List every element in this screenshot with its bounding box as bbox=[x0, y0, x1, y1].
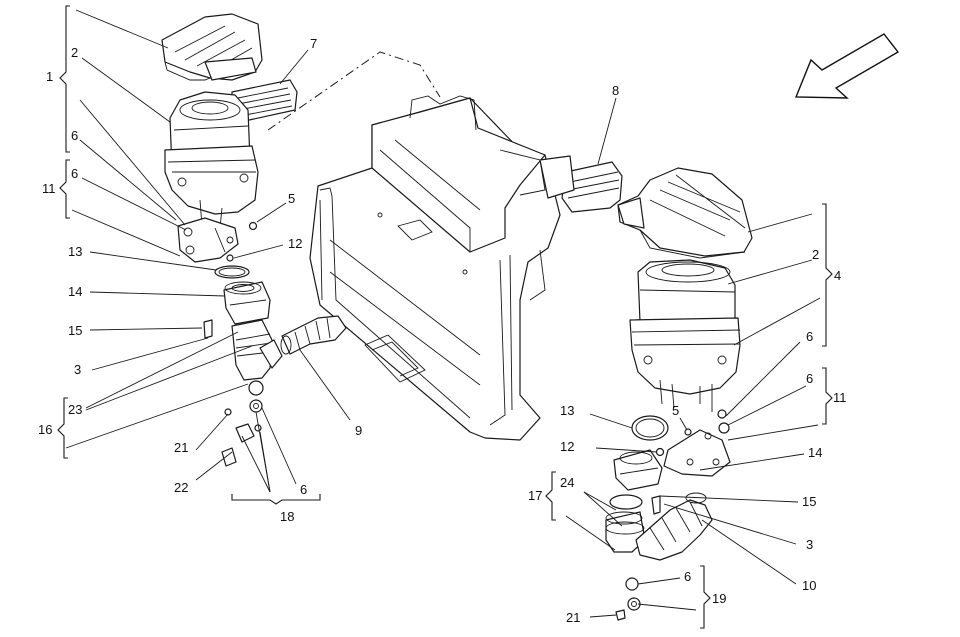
right-elbow-hose-10 bbox=[635, 492, 713, 561]
left-drain-valve bbox=[221, 380, 264, 467]
callout-6: 6 bbox=[71, 128, 78, 143]
callout-11: 11 bbox=[833, 390, 847, 405]
callout-4: 4 bbox=[834, 268, 841, 283]
callout-3: 3 bbox=[74, 362, 81, 377]
right-airbox-cover bbox=[617, 167, 753, 259]
right-washer-5 bbox=[684, 428, 692, 436]
callout-12: 12 bbox=[560, 439, 574, 454]
callout-6: 6 bbox=[71, 166, 78, 181]
callout-17: 17 bbox=[528, 488, 542, 503]
callout-13: 13 bbox=[68, 244, 82, 259]
callout-9: 9 bbox=[355, 423, 362, 438]
leader-lines bbox=[65, 9, 821, 618]
right-connector-8 bbox=[539, 155, 623, 213]
left-washer-5 bbox=[248, 221, 258, 231]
callout-14: 14 bbox=[808, 445, 822, 460]
callout-2: 2 bbox=[71, 45, 78, 60]
right-washer-6 bbox=[718, 422, 730, 434]
left-bracket bbox=[177, 217, 239, 263]
callout-24: 24 bbox=[560, 475, 574, 490]
left-hose-3 bbox=[231, 319, 283, 381]
callout-labels: 1 2 6 6 11 13 14 15 3 23 16 21 22 6 18 7… bbox=[38, 36, 847, 625]
callout-15: 15 bbox=[802, 494, 816, 509]
callout-6: 6 bbox=[806, 329, 813, 344]
central-shroud bbox=[309, 95, 561, 441]
direction-arrow-icon bbox=[794, 33, 900, 99]
callout-10: 10 bbox=[802, 578, 816, 593]
callout-22: 22 bbox=[174, 480, 188, 495]
right-bracket-14 bbox=[663, 429, 731, 477]
callout-5: 5 bbox=[672, 403, 679, 418]
callout-15: 15 bbox=[68, 323, 82, 338]
right-o-ring-13 bbox=[631, 415, 669, 441]
right-screw-15 bbox=[651, 495, 661, 515]
right-drain-valve bbox=[615, 577, 641, 621]
right-clip-12 bbox=[655, 447, 665, 457]
callout-6: 6 bbox=[300, 482, 307, 497]
callout-1: 1 bbox=[46, 69, 53, 84]
callout-21: 21 bbox=[174, 440, 188, 455]
right-bolt-stud bbox=[717, 409, 727, 419]
callout-19: 19 bbox=[712, 591, 726, 606]
left-screw-15 bbox=[203, 319, 213, 339]
callout-8: 8 bbox=[612, 83, 619, 98]
callout-16: 16 bbox=[38, 422, 52, 437]
right-hose-24 bbox=[605, 494, 646, 553]
callout-6: 6 bbox=[684, 569, 691, 584]
left-maf-sensor bbox=[223, 281, 271, 325]
callout-13: 13 bbox=[560, 403, 574, 418]
group-brackets bbox=[57, 5, 833, 629]
reference-line bbox=[267, 51, 441, 131]
left-airbox-housing bbox=[164, 145, 259, 229]
left-clip-12 bbox=[226, 254, 234, 262]
right-airbox-housing bbox=[629, 317, 741, 419]
callout-11: 11 bbox=[42, 181, 56, 196]
callout-2: 2 bbox=[812, 247, 819, 262]
callout-14: 14 bbox=[68, 284, 82, 299]
callout-21: 21 bbox=[566, 610, 580, 625]
callout-3: 3 bbox=[806, 537, 813, 552]
left-airbox-cover bbox=[161, 13, 263, 81]
callout-6: 6 bbox=[806, 371, 813, 386]
left-elbow-hose-9 bbox=[280, 315, 347, 355]
callout-23: 23 bbox=[68, 402, 82, 417]
right-maf-sensor bbox=[613, 449, 663, 491]
callout-18: 18 bbox=[280, 509, 294, 524]
callout-5: 5 bbox=[288, 191, 295, 206]
callout-12: 12 bbox=[288, 236, 302, 251]
callout-7: 7 bbox=[310, 36, 317, 51]
